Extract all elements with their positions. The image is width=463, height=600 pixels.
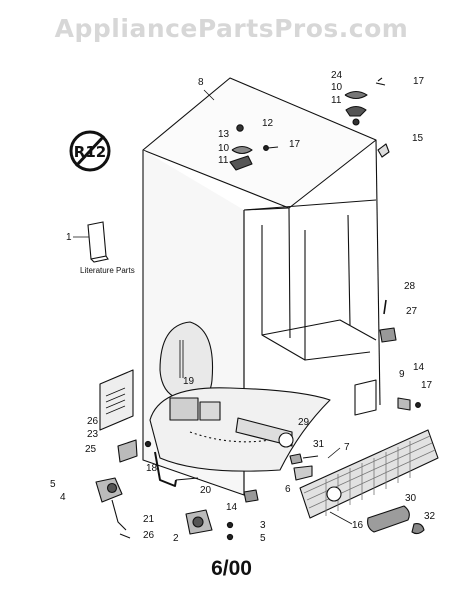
- filter-30: [367, 505, 410, 533]
- callout-32: 32: [424, 511, 436, 522]
- callout-15: 15: [412, 133, 424, 144]
- literature-label: Literature Parts: [80, 266, 135, 275]
- callout-14: 14: [413, 362, 425, 373]
- callout-28: 28: [404, 281, 416, 292]
- callout-26: 26: [87, 416, 99, 427]
- callout-26: 26: [143, 530, 155, 541]
- callout-4: 4: [60, 492, 66, 503]
- callout-18: 18: [146, 463, 158, 474]
- callout-5: 5: [50, 479, 56, 490]
- callout-17: 17: [289, 139, 301, 150]
- watermark: AppliancePartsPros.com: [54, 14, 409, 43]
- callout-14: 14: [226, 502, 238, 513]
- tube-20: [154, 451, 177, 487]
- callout-8: 8: [198, 77, 204, 88]
- callout-29: 29: [298, 417, 310, 428]
- callout-1: 1: [66, 232, 72, 243]
- callout-30: 30: [405, 493, 417, 504]
- cabinet-front-opening: [243, 199, 377, 360]
- hinge-right: [344, 90, 368, 100]
- cabinet-inner-floor: [261, 319, 377, 361]
- callout-16: 16: [352, 520, 364, 531]
- callout-11: 11: [218, 155, 229, 166]
- callout-10: 10: [331, 82, 343, 93]
- cabinet-inner-wall: [261, 225, 306, 361]
- callout-25: 25: [85, 444, 97, 455]
- callout-20: 20: [200, 485, 212, 496]
- callout-27: 27: [406, 306, 418, 317]
- callout-7: 7: [344, 442, 350, 453]
- callout-10: 10: [218, 143, 230, 154]
- callout-3: 3: [260, 520, 266, 531]
- callout-12: 12: [262, 118, 274, 129]
- callout-31: 31: [313, 439, 325, 450]
- callout-24: 24: [331, 70, 343, 81]
- callout-23: 23: [87, 429, 99, 440]
- callout-5: 5: [260, 533, 266, 544]
- cabinet-right-rear: [375, 139, 381, 406]
- bracket-27: [379, 327, 397, 343]
- side-panel-23: [99, 369, 134, 431]
- r12-crossed-badge: R12: [69, 130, 111, 172]
- callout-numbers: 1234556789101011111213141415161717171819…: [50, 70, 436, 544]
- relay-block: [169, 397, 199, 421]
- callout-9: 9: [399, 369, 405, 380]
- callout-2: 2: [173, 533, 179, 544]
- callout-17: 17: [413, 76, 425, 87]
- drain-tube: [235, 417, 293, 447]
- callout-21: 21: [143, 514, 155, 525]
- callout-11: 11: [331, 95, 342, 106]
- hinge-center: [229, 155, 253, 171]
- callout-6: 6: [285, 484, 291, 495]
- date-code: 6/00: [211, 557, 252, 580]
- callout-13: 13: [218, 129, 230, 140]
- literature-booklet: [87, 221, 109, 263]
- cabinet-inner-back: [288, 207, 351, 339]
- callout-17: 17: [421, 380, 433, 391]
- callout-19: 19: [183, 376, 195, 387]
